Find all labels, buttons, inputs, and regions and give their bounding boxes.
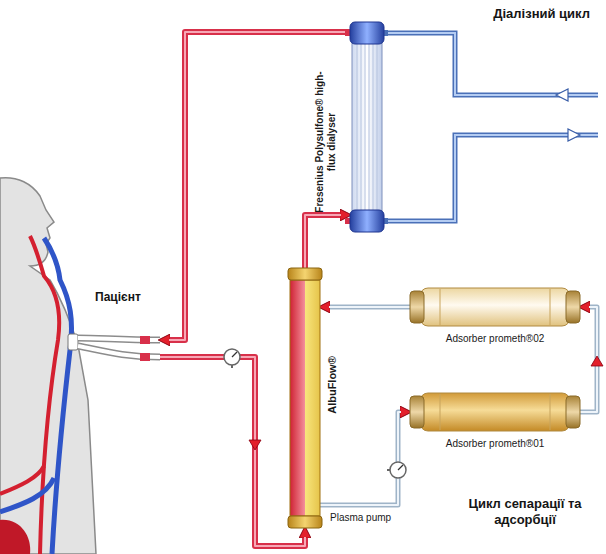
blood-tube [169, 32, 350, 340]
fiber-line [377, 44, 378, 210]
blood-tube [305, 215, 341, 268]
plasma-tube [329, 307, 410, 308]
tube-wall [329, 305, 410, 310]
patient-label: Пацієнт [95, 290, 160, 304]
subclavian-vein [0, 478, 54, 512]
catheter-connector [140, 336, 150, 344]
fiber-line [361, 44, 362, 210]
albuflow-label: AlbuFlow® [326, 340, 342, 430]
flow-arrow [556, 89, 568, 101]
dialyser-cylinder [350, 22, 384, 232]
blood-compartment [290, 280, 305, 516]
flow-arrow [249, 440, 261, 450]
dialysis-circuit-panel: Діалізний циклFresenius Polysulfone® hig… [280, 0, 600, 250]
tube-wall [305, 215, 341, 268]
tube-core [160, 357, 305, 546]
dialyser-label: Fresenius Polysulfone® high-flux dialyse… [314, 67, 344, 217]
tube-core [305, 215, 341, 268]
dialyser-body [352, 40, 382, 214]
dialysate-line-core [384, 33, 598, 95]
body-silhouette [0, 178, 96, 554]
tube-core [320, 412, 401, 505]
dialysate-line [384, 135, 598, 221]
subclavian-artery [0, 466, 44, 494]
flow-arrow [591, 356, 603, 366]
adsorber-cap [566, 396, 580, 428]
separation-adsorption-panel: Цикл сепарації та адсорбції AlbuFlow® Adso… [280, 258, 600, 540]
panel-title: Цикл сепарації та адсорбції [460, 496, 590, 527]
pressure-gauge [224, 349, 240, 368]
adsorber-label: Adsorber prometh®01 [410, 438, 580, 450]
adsorber-cartridge: Adsorber prometh®02 [410, 285, 580, 329]
jugular-vein [44, 238, 72, 554]
adsorber-cap [566, 291, 580, 323]
adsorber-cartridge: Adsorber prometh®01 [410, 390, 580, 434]
adsorber-band [440, 289, 441, 325]
adsorber-cap [410, 396, 424, 428]
adsorber-body [420, 393, 570, 431]
dialyser: Fresenius Polysulfone® high-flux dialyse… [350, 22, 384, 232]
prometh02-cylinder [410, 285, 580, 329]
carotid-artery [30, 236, 59, 554]
heart [0, 520, 30, 554]
flow-arrow [568, 129, 580, 141]
plasma-pump-gauge [387, 462, 406, 478]
adsorber-band [550, 394, 551, 430]
adsorber-band [440, 394, 441, 430]
adsorber-body [420, 288, 570, 326]
albuflow-outline [290, 280, 320, 516]
albuflow-cylinder [290, 268, 320, 528]
tube-core [329, 306, 410, 308]
dialysate-line-core [384, 135, 598, 221]
dialyser-cap [350, 22, 384, 44]
albuflow-cap [288, 268, 322, 280]
dialysate-line [384, 33, 598, 95]
dialyser-cap [350, 210, 384, 232]
albuflow-cap [288, 516, 322, 528]
tube-wall [320, 412, 401, 505]
pump-label: Plasma pump [330, 512, 391, 524]
adsorber-cap [410, 291, 424, 323]
tube-core [169, 32, 350, 340]
albumin-compartment [305, 280, 320, 516]
albuflow-filter: AlbuFlow® [290, 268, 320, 528]
fiber-line [357, 44, 358, 210]
tube-wall [169, 32, 350, 340]
adsorber-band [550, 289, 551, 325]
fiber-line [369, 44, 370, 210]
blood-tube [160, 357, 305, 546]
tube-wall [160, 357, 305, 546]
panel-title: Діалізний цикл [465, 6, 590, 22]
catheter-connector [140, 353, 150, 361]
prometh01-cylinder [410, 390, 580, 434]
fiber-line [373, 44, 374, 210]
fiber-line [365, 44, 366, 210]
catheter-hub [68, 334, 78, 350]
patient-node: Пацієнт [95, 290, 160, 365]
plasma-tube [320, 412, 401, 505]
adsorber-label: Adsorber prometh®02 [410, 333, 580, 345]
